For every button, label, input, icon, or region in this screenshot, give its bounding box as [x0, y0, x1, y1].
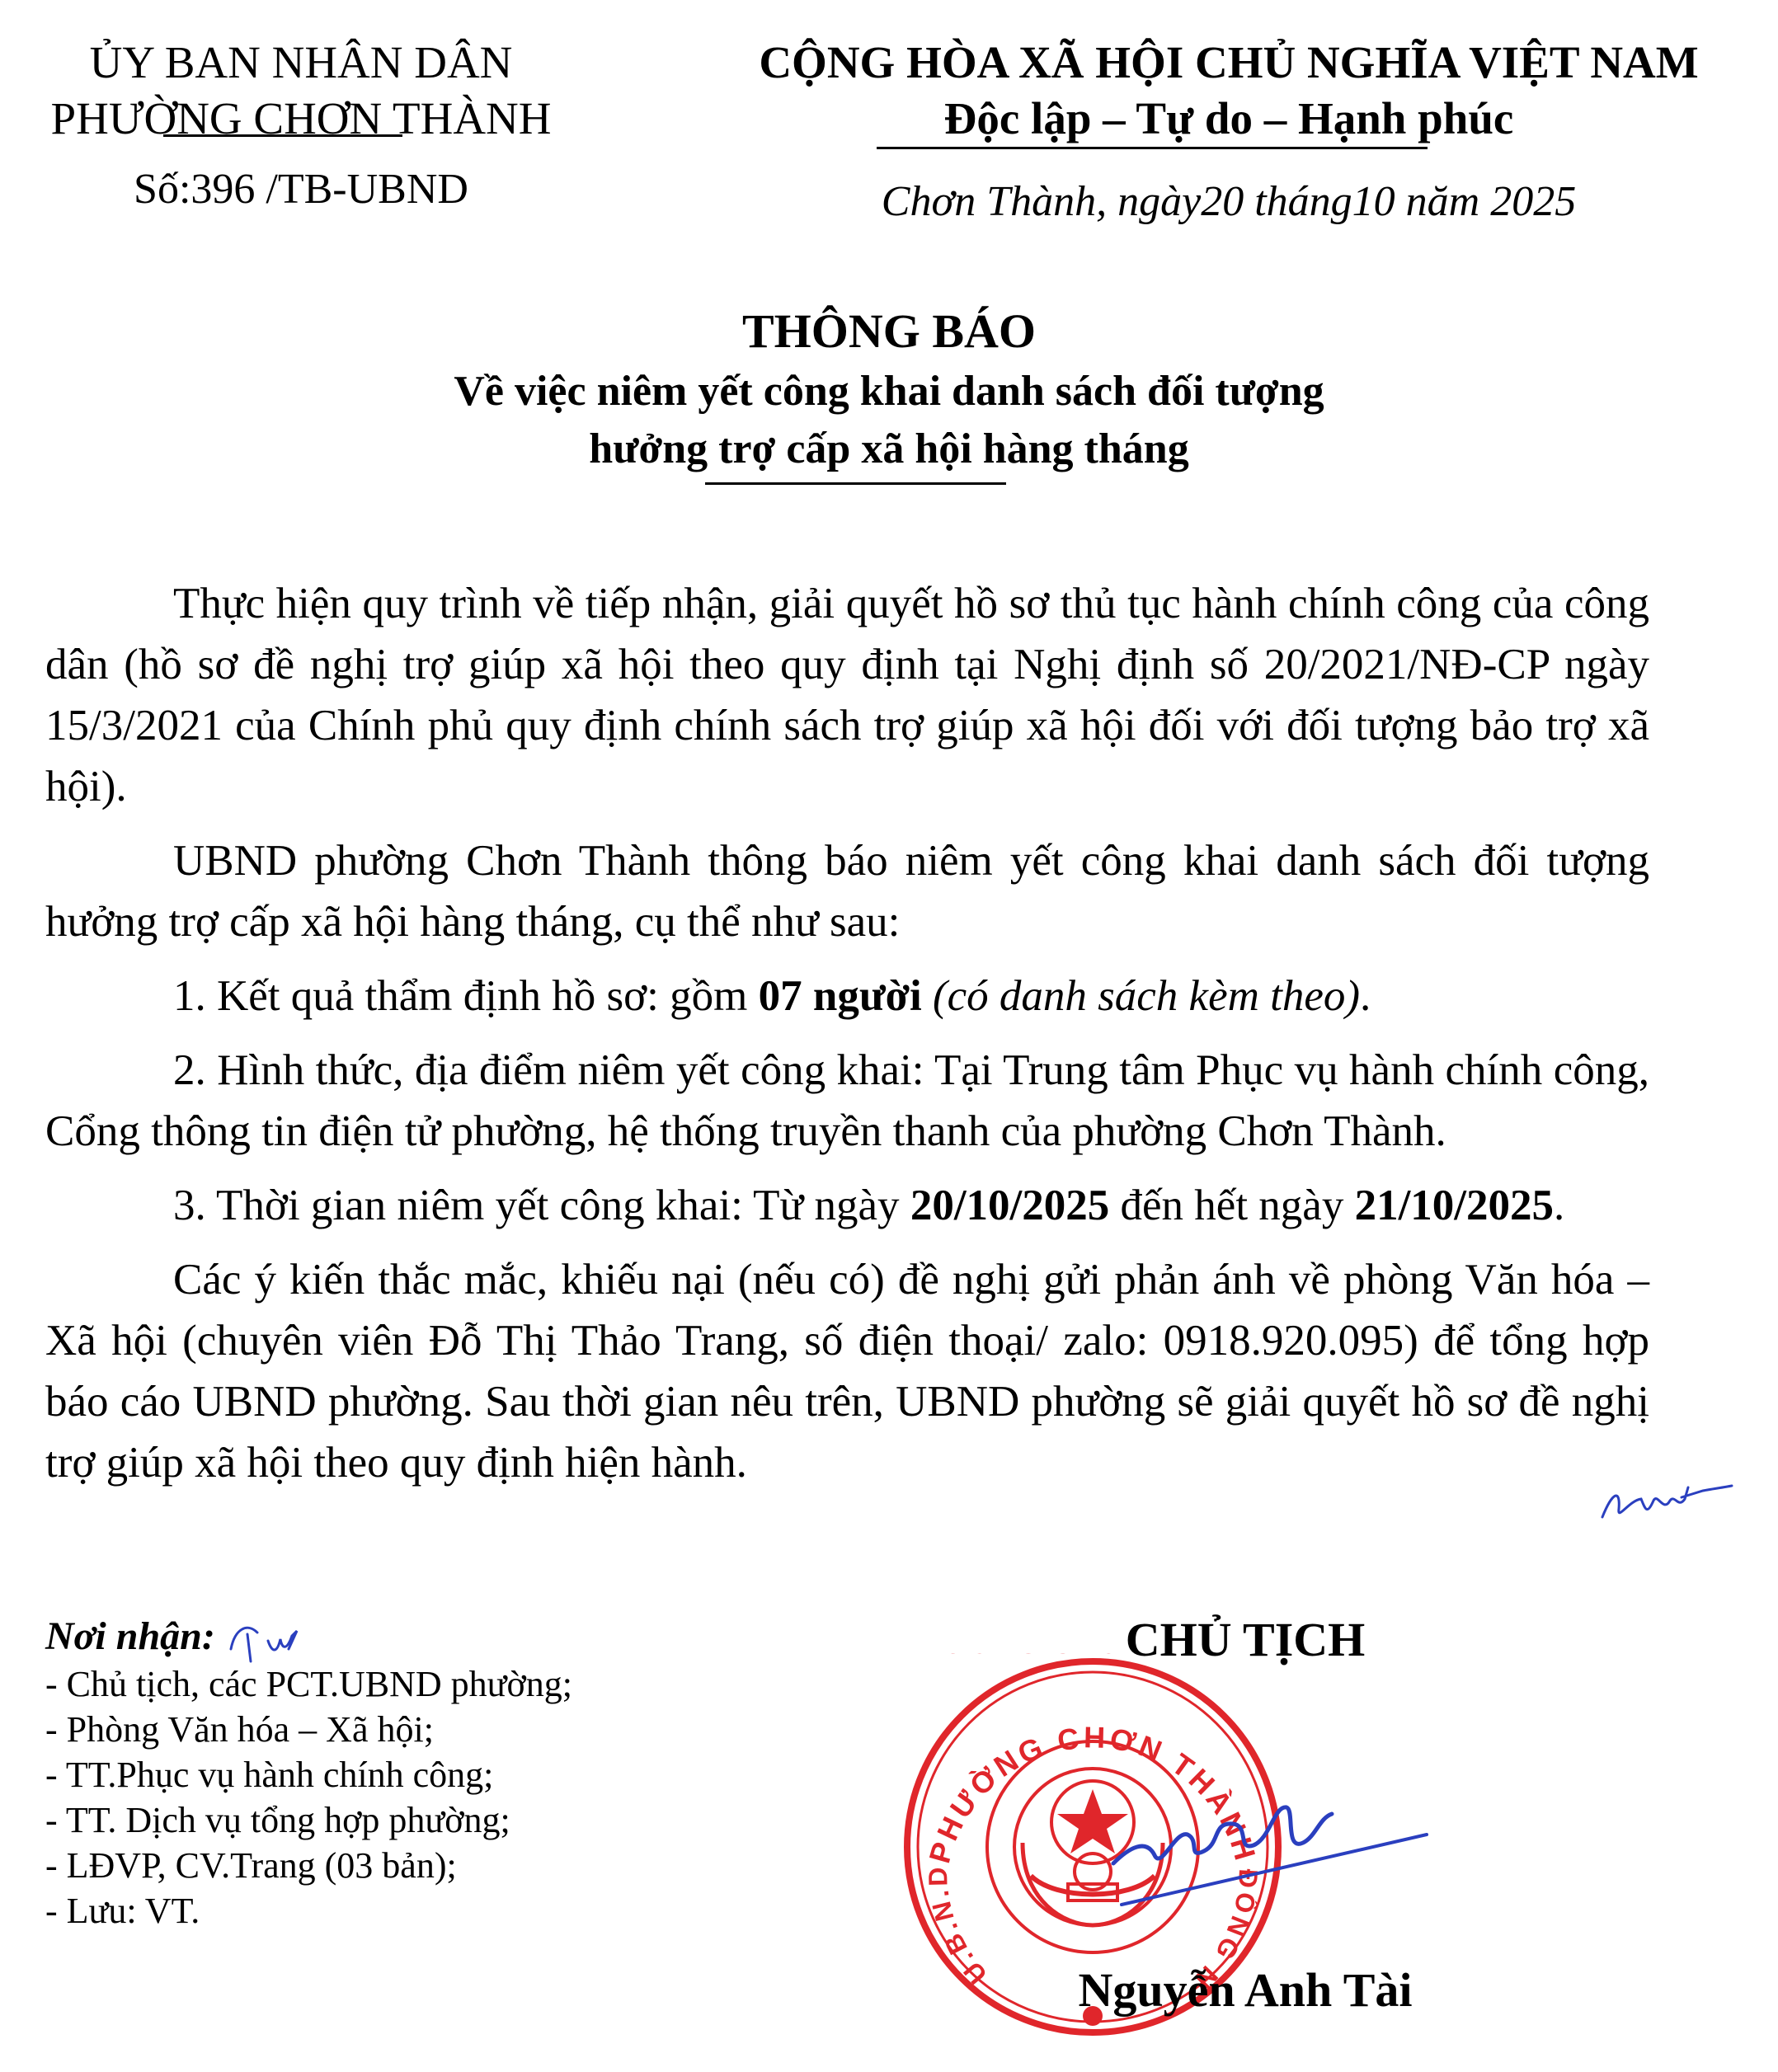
title-underline: [705, 482, 1006, 485]
national-title: CỘNG HÒA XÃ HỘI CHỦ NGHĨA VIỆT NAM Độc l…: [660, 35, 1778, 147]
body-paragraph-1: Thực hiện quy trình về tiếp nhận, giải q…: [45, 580, 1649, 810]
recipient-item: - Lưu: VT.: [45, 1891, 200, 1931]
recipients-block: Nơi nhận: - Chủ tịch, các PCT.UBND phườn…: [45, 1612, 788, 1933]
item-3-end-date: 21/10/2025: [1354, 1182, 1555, 1229]
recipient-item: - Phòng Văn hóa – Xã hội;: [45, 1709, 434, 1750]
item-3: 3. Thời gian niêm yết công khai: Từ ngày…: [45, 1175, 1649, 1236]
recipient-item: - LĐVP, CV.Trang (03 bản);: [45, 1845, 457, 1886]
issuing-agency: ỦY BAN NHÂN DÂN PHƯỜNG CHƠN THÀNH: [33, 35, 569, 147]
signer-position: CHỦ TỊCH: [1125, 1613, 1366, 1666]
document-number: Số:396 /TB-UBND: [134, 166, 468, 213]
body-paragraph-2: UBND phường Chơn Thành thông báo niêm yế…: [45, 837, 1649, 946]
item-1-text: 1. Kết quả thẩm định hồ sơ: gồm: [173, 972, 759, 1020]
item-1: 1. Kết quả thẩm định hồ sơ: gồm 07 người…: [45, 966, 1649, 1027]
body-paragraph-last: Các ý kiến thắc mắc, khiếu nại (nếu có) …: [45, 1256, 1649, 1487]
item-1-end: .: [1360, 972, 1371, 1020]
recipient-item: - TT. Dịch vụ tổng hợp phường;: [45, 1800, 510, 1840]
subtitle-line1: Về việc niêm yết công khai danh sách đối…: [454, 368, 1324, 415]
signer-name: Nguyễn Anh Tài: [1078, 1963, 1413, 2017]
official-seal: PHƯỜNG CHƠN THÀNH: [899, 1653, 1282, 2036]
document-heading: THÔNG BÁO: [741, 304, 1037, 358]
item-1-note: (có danh sách kèm theo): [921, 972, 1361, 1020]
document-body: Thực hiện quy trình về tiếp nhận, giải q…: [45, 573, 1649, 1493]
initials-signature: [1601, 1484, 1733, 1519]
item-1-count: 07 người: [758, 972, 922, 1020]
document-subtitle: Về việc niêm yết công khai danh sách đối…: [0, 363, 1778, 478]
agency-line1: ỦY BAN NHÂN DÂN: [89, 37, 513, 87]
place-date: Chơn Thành, ngày20 tháng10 năm 2025: [881, 178, 1577, 225]
national-line1: CỘNG HÒA XÃ HỘI CHỦ NGHĨA VIỆT NAM: [759, 37, 1699, 87]
item-2: 2. Hình thức, địa điểm niêm yết công kha…: [45, 1046, 1649, 1155]
handwritten-signature: [1111, 1805, 1428, 1906]
recipients-initials: [229, 1626, 299, 1663]
national-motto: Độc lập – Tự do – Hạnh phúc: [943, 93, 1514, 143]
seal-text-top: PHƯỜNG CHƠN THÀNH: [899, 1653, 1268, 1660]
recipient-item: - Chủ tịch, các PCT.UBND phường;: [45, 1664, 573, 1704]
agency-underline: [163, 134, 402, 137]
agency-line2: PHƯỜNG CHƠN THÀNH: [50, 93, 552, 143]
recipients-title: Nơi nhận:: [45, 1614, 215, 1658]
subtitle-line2: hưởng trợ cấp xã hội hàng tháng: [589, 425, 1189, 472]
item-3-start-date: 20/10/2025: [910, 1182, 1110, 1229]
item-3-text: 3. Thời gian niêm yết công khai: Từ ngày: [173, 1182, 910, 1229]
recipient-item: - TT.Phục vụ hành chính công;: [45, 1755, 494, 1795]
item-3-end: .: [1554, 1182, 1565, 1229]
motto-underline: [877, 147, 1428, 149]
item-3-mid: đến hết ngày: [1109, 1182, 1355, 1229]
